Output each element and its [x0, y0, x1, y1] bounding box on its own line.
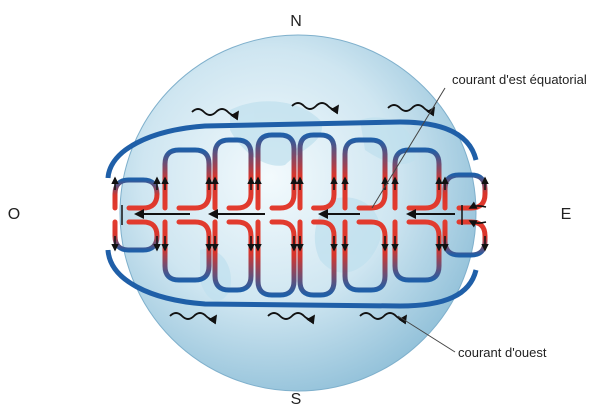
westerly-wave-arrow	[267, 312, 315, 325]
south-cell	[161, 219, 213, 283]
westerly-wave-arrow	[359, 312, 407, 325]
north-cell	[341, 137, 389, 211]
compass-south: S	[291, 391, 302, 408]
leader-equatorial	[371, 87, 446, 209]
equatorial-flow	[121, 205, 463, 225]
north-cell	[111, 176, 161, 211]
north-cell	[441, 172, 489, 211]
northern-cells	[111, 132, 489, 211]
north-cell	[296, 132, 338, 211]
southern-cells	[111, 219, 489, 298]
westerly-wave-arrows	[169, 102, 435, 325]
south-cell	[296, 219, 338, 298]
label-equatorial-current: courant d'est équatorial	[452, 72, 587, 87]
south-cell	[341, 219, 389, 293]
north-cell	[161, 147, 213, 211]
north-cell	[211, 137, 255, 211]
compass-east: E	[561, 206, 572, 223]
compass-west: O	[8, 206, 20, 223]
north-cell	[391, 147, 443, 211]
westerly-wave-arrow	[387, 104, 435, 117]
leader-westerly	[397, 315, 456, 353]
compass-north: N	[290, 13, 302, 30]
leader-lines	[371, 87, 456, 353]
east-edge-arrows	[468, 201, 487, 228]
north-cell	[254, 132, 298, 211]
label-westerly-current: courant d'ouest	[458, 345, 547, 360]
south-cell	[211, 219, 255, 293]
south-cell	[254, 219, 298, 298]
westerly-wave-arrow	[291, 102, 339, 115]
westerly-wave-arrow	[169, 312, 217, 325]
south-cell	[441, 219, 489, 258]
westerly-wave-arrow	[191, 108, 239, 121]
south-cell	[111, 219, 161, 253]
south-cell	[391, 219, 443, 283]
westerly-envelope	[105, 119, 479, 309]
